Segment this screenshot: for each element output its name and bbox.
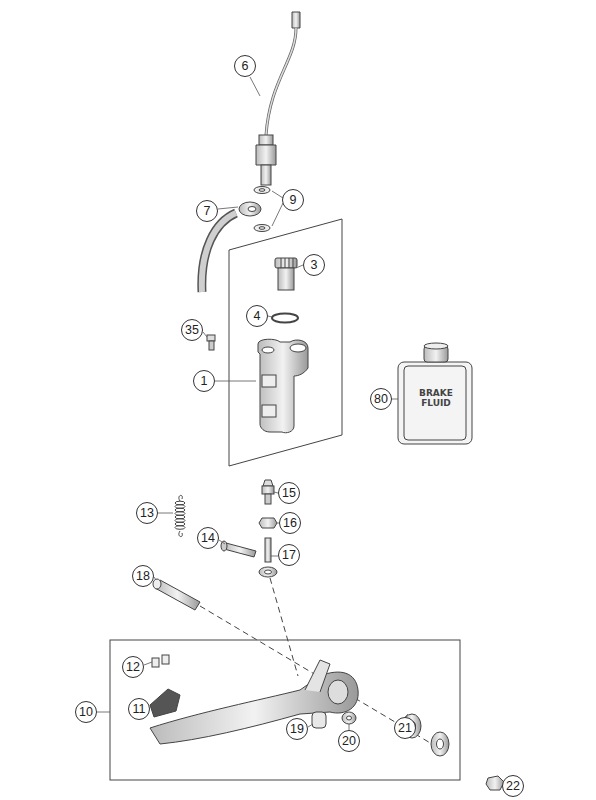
callout-circle: 18 — [132, 565, 154, 587]
callout-number: 15 — [282, 487, 296, 500]
cap-rib — [285, 258, 286, 268]
callout-circle: 35 — [181, 319, 203, 341]
callout-circle: 11 — [128, 698, 150, 720]
callout-number: 80 — [374, 393, 388, 406]
callout-circle: 16 — [279, 512, 301, 534]
callout-number: 19 — [290, 723, 304, 736]
callout-number: 10 — [79, 706, 93, 719]
callout-circle: 17 — [278, 544, 300, 566]
callout-number: 4 — [254, 310, 261, 323]
callout-number: 17 — [282, 549, 296, 562]
cap-rib — [281, 258, 282, 268]
bottle-label: BRAKE FLUID — [414, 388, 458, 409]
callout-number: 18 — [136, 570, 150, 583]
callout-circle: 7 — [196, 200, 218, 222]
callout-number: 16 — [283, 517, 297, 530]
group-frame — [229, 219, 342, 466]
callout-circle: 4 — [246, 305, 268, 327]
callout-circle: 1 — [193, 370, 215, 392]
callout-number: 9 — [290, 194, 297, 207]
callout-circle: 21 — [394, 717, 416, 739]
callout-circle: 19 — [286, 718, 308, 740]
callout-circle: 6 — [234, 55, 256, 77]
callout-number: 21 — [398, 722, 412, 735]
cap-rib — [293, 258, 294, 268]
group-frame — [110, 640, 460, 780]
callout-circle: 80 — [370, 388, 392, 410]
callout-number: 20 — [342, 735, 356, 748]
callout-number: 22 — [506, 780, 520, 793]
callout-circle: 13 — [136, 502, 158, 524]
callout-circle: 22 — [502, 775, 524, 797]
callout-number: 11 — [133, 703, 146, 716]
callout-number: 35 — [185, 324, 199, 337]
callout-number: 6 — [242, 60, 249, 73]
callout-number: 3 — [311, 259, 318, 272]
cap-rib — [289, 258, 290, 268]
callout-circle: 9 — [282, 189, 304, 211]
callout-circle: 3 — [303, 254, 325, 276]
spring-coil — [175, 526, 185, 530]
spring-hook — [179, 495, 182, 536]
callout-circle: 15 — [278, 482, 300, 504]
callout-number: 13 — [140, 507, 154, 520]
callout-number: 7 — [204, 205, 211, 218]
callout-circle: 10 — [75, 701, 97, 723]
callout-circle: 12 — [122, 656, 144, 678]
callout-number: 14 — [201, 532, 215, 545]
callout-number: 1 — [201, 375, 208, 388]
callout-number: 12 — [126, 661, 140, 674]
callout-circle: 20 — [338, 730, 360, 752]
callout-circle: 14 — [197, 527, 219, 549]
